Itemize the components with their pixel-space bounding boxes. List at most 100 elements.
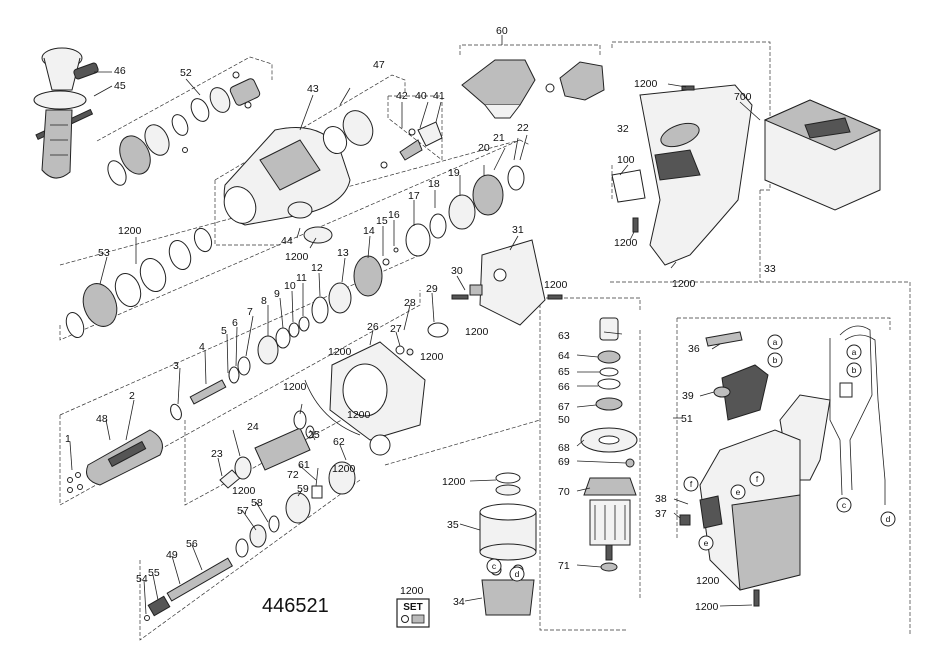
part-label-34: 34	[453, 596, 465, 608]
part-label-1200-m: 1200	[672, 278, 696, 290]
part-label-1200-l: 1200	[614, 237, 638, 249]
spindle-row-drawing	[144, 461, 356, 621]
part-label-37: 37	[655, 508, 667, 520]
wire-marker-d1	[880, 511, 896, 527]
set-badge-ring-icon	[401, 615, 409, 623]
part-label-58: 58	[251, 497, 263, 509]
part-label-22: 22	[517, 122, 529, 134]
part-label-46: 46	[114, 65, 126, 77]
part-label-48: 48	[96, 413, 108, 425]
part-label-24: 24	[247, 421, 259, 433]
wire-marker-f1-label: f	[756, 474, 759, 484]
part-label-28: 28	[404, 297, 416, 309]
sleeve-row-drawing	[219, 410, 315, 489]
set-badge-text: SET	[403, 602, 422, 613]
part-label-7: 7	[247, 306, 253, 318]
diagram-id: 446521	[262, 595, 329, 617]
wire-marker-c2	[486, 558, 502, 574]
part-label-21: 21	[493, 132, 505, 144]
part-label-1200-j: 1200	[232, 485, 256, 497]
wire-marker-c1-label: c	[842, 500, 847, 510]
wire-marker-c2-label: c	[492, 561, 497, 571]
part-label-1200-a: 1200	[285, 251, 309, 263]
part-label-51: 51	[681, 413, 693, 425]
part-label-1200-i: 1200	[332, 463, 356, 475]
wire-marker-a2-label: a	[852, 347, 857, 357]
part-label-62: 62	[333, 436, 345, 448]
part-label-45: 45	[114, 80, 126, 92]
part-label-23: 23	[211, 448, 223, 460]
leader-lines	[69, 35, 761, 615]
part-label-39: 39	[682, 390, 694, 402]
set-badge: 1200 SET	[396, 585, 430, 628]
part-label-29: 29	[426, 283, 438, 295]
part-label-32: 32	[617, 123, 629, 135]
part-label-31: 31	[512, 224, 524, 236]
part-label-36: 36	[688, 343, 700, 355]
part-label-30: 30	[451, 265, 463, 277]
part-label-20: 20	[478, 142, 490, 154]
part-label-72: 72	[287, 469, 299, 481]
part-label-50: 50	[558, 414, 570, 426]
part-label-60-sub: 59	[297, 483, 309, 495]
part-label-40: 40	[415, 90, 427, 102]
wire-marker-a1	[767, 334, 783, 350]
keyless-chuck-drawing	[461, 59, 605, 119]
part-label-1200-h: 1200	[347, 409, 371, 421]
part-label-60: 60	[496, 25, 508, 37]
set-badge-number: 1200	[400, 585, 424, 597]
part-label-700: 700	[734, 91, 752, 103]
part-label-8: 8	[261, 295, 267, 307]
wire-marker-f2-label: f	[690, 479, 693, 489]
wire-connector-markers: a b a b c d c d f e f e	[486, 334, 896, 582]
part-label-66: 66	[558, 381, 570, 393]
part-label-47: 47	[373, 59, 385, 71]
gear-housing-drawing	[223, 110, 388, 244]
part-label-63: 63	[558, 330, 570, 342]
part-label-5: 5	[221, 325, 227, 337]
carry-case-drawing	[763, 99, 882, 211]
wire-marker-f2	[683, 476, 699, 492]
part-label-1200-p: 1200	[695, 601, 719, 613]
part-label-52: 52	[180, 67, 192, 79]
drive-shaft-row-drawing	[67, 165, 525, 493]
part-label-13: 13	[337, 247, 349, 259]
wire-marker-e2	[698, 535, 714, 551]
part-label-9: 9	[274, 288, 280, 300]
part-label-1200-d: 1200	[465, 326, 489, 338]
part-label-56: 56	[186, 538, 198, 550]
motor-housing-drawing	[304, 239, 546, 456]
part-label-38: 38	[655, 493, 667, 505]
side-handle-drawing	[33, 47, 99, 179]
part-label-1200-n: 1200	[442, 476, 466, 488]
part-label-1200-g: 1200	[283, 381, 307, 393]
wire-marker-e2-label: e	[704, 538, 709, 548]
part-label-16: 16	[388, 209, 400, 221]
set-badge-screw-icon	[411, 614, 425, 624]
part-label-54: 54	[136, 573, 148, 585]
wire-marker-a1-label: a	[773, 337, 778, 347]
part-label-25: 25	[308, 429, 320, 441]
part-label-19: 19	[448, 167, 460, 179]
part-label-4: 4	[199, 341, 205, 353]
wire-marker-e1-label: e	[736, 487, 741, 497]
part-label-41: 41	[433, 90, 445, 102]
latch-drawing	[399, 121, 443, 161]
part-label-17: 17	[408, 190, 420, 202]
wire-harness-drawing	[829, 325, 886, 505]
handle-assembly-drawing	[679, 331, 831, 607]
part-label-1200-k: 1200	[634, 78, 658, 90]
part-number-labels: 46 45 52 47 43 42 40 41 44 1200 1200 53 …	[65, 25, 776, 613]
part-label-26: 26	[367, 321, 379, 333]
part-label-1200-f: 1200	[420, 351, 444, 363]
part-label-43: 43	[307, 83, 319, 95]
wire-marker-e1	[730, 484, 746, 500]
part-label-35: 35	[447, 519, 459, 531]
part-label-1200-o: 1200	[696, 575, 720, 587]
wire-marker-d2-label: d	[515, 569, 520, 579]
part-label-1: 1	[65, 433, 71, 445]
part-label-70: 70	[558, 486, 570, 498]
wire-marker-b1-label: b	[773, 355, 778, 365]
